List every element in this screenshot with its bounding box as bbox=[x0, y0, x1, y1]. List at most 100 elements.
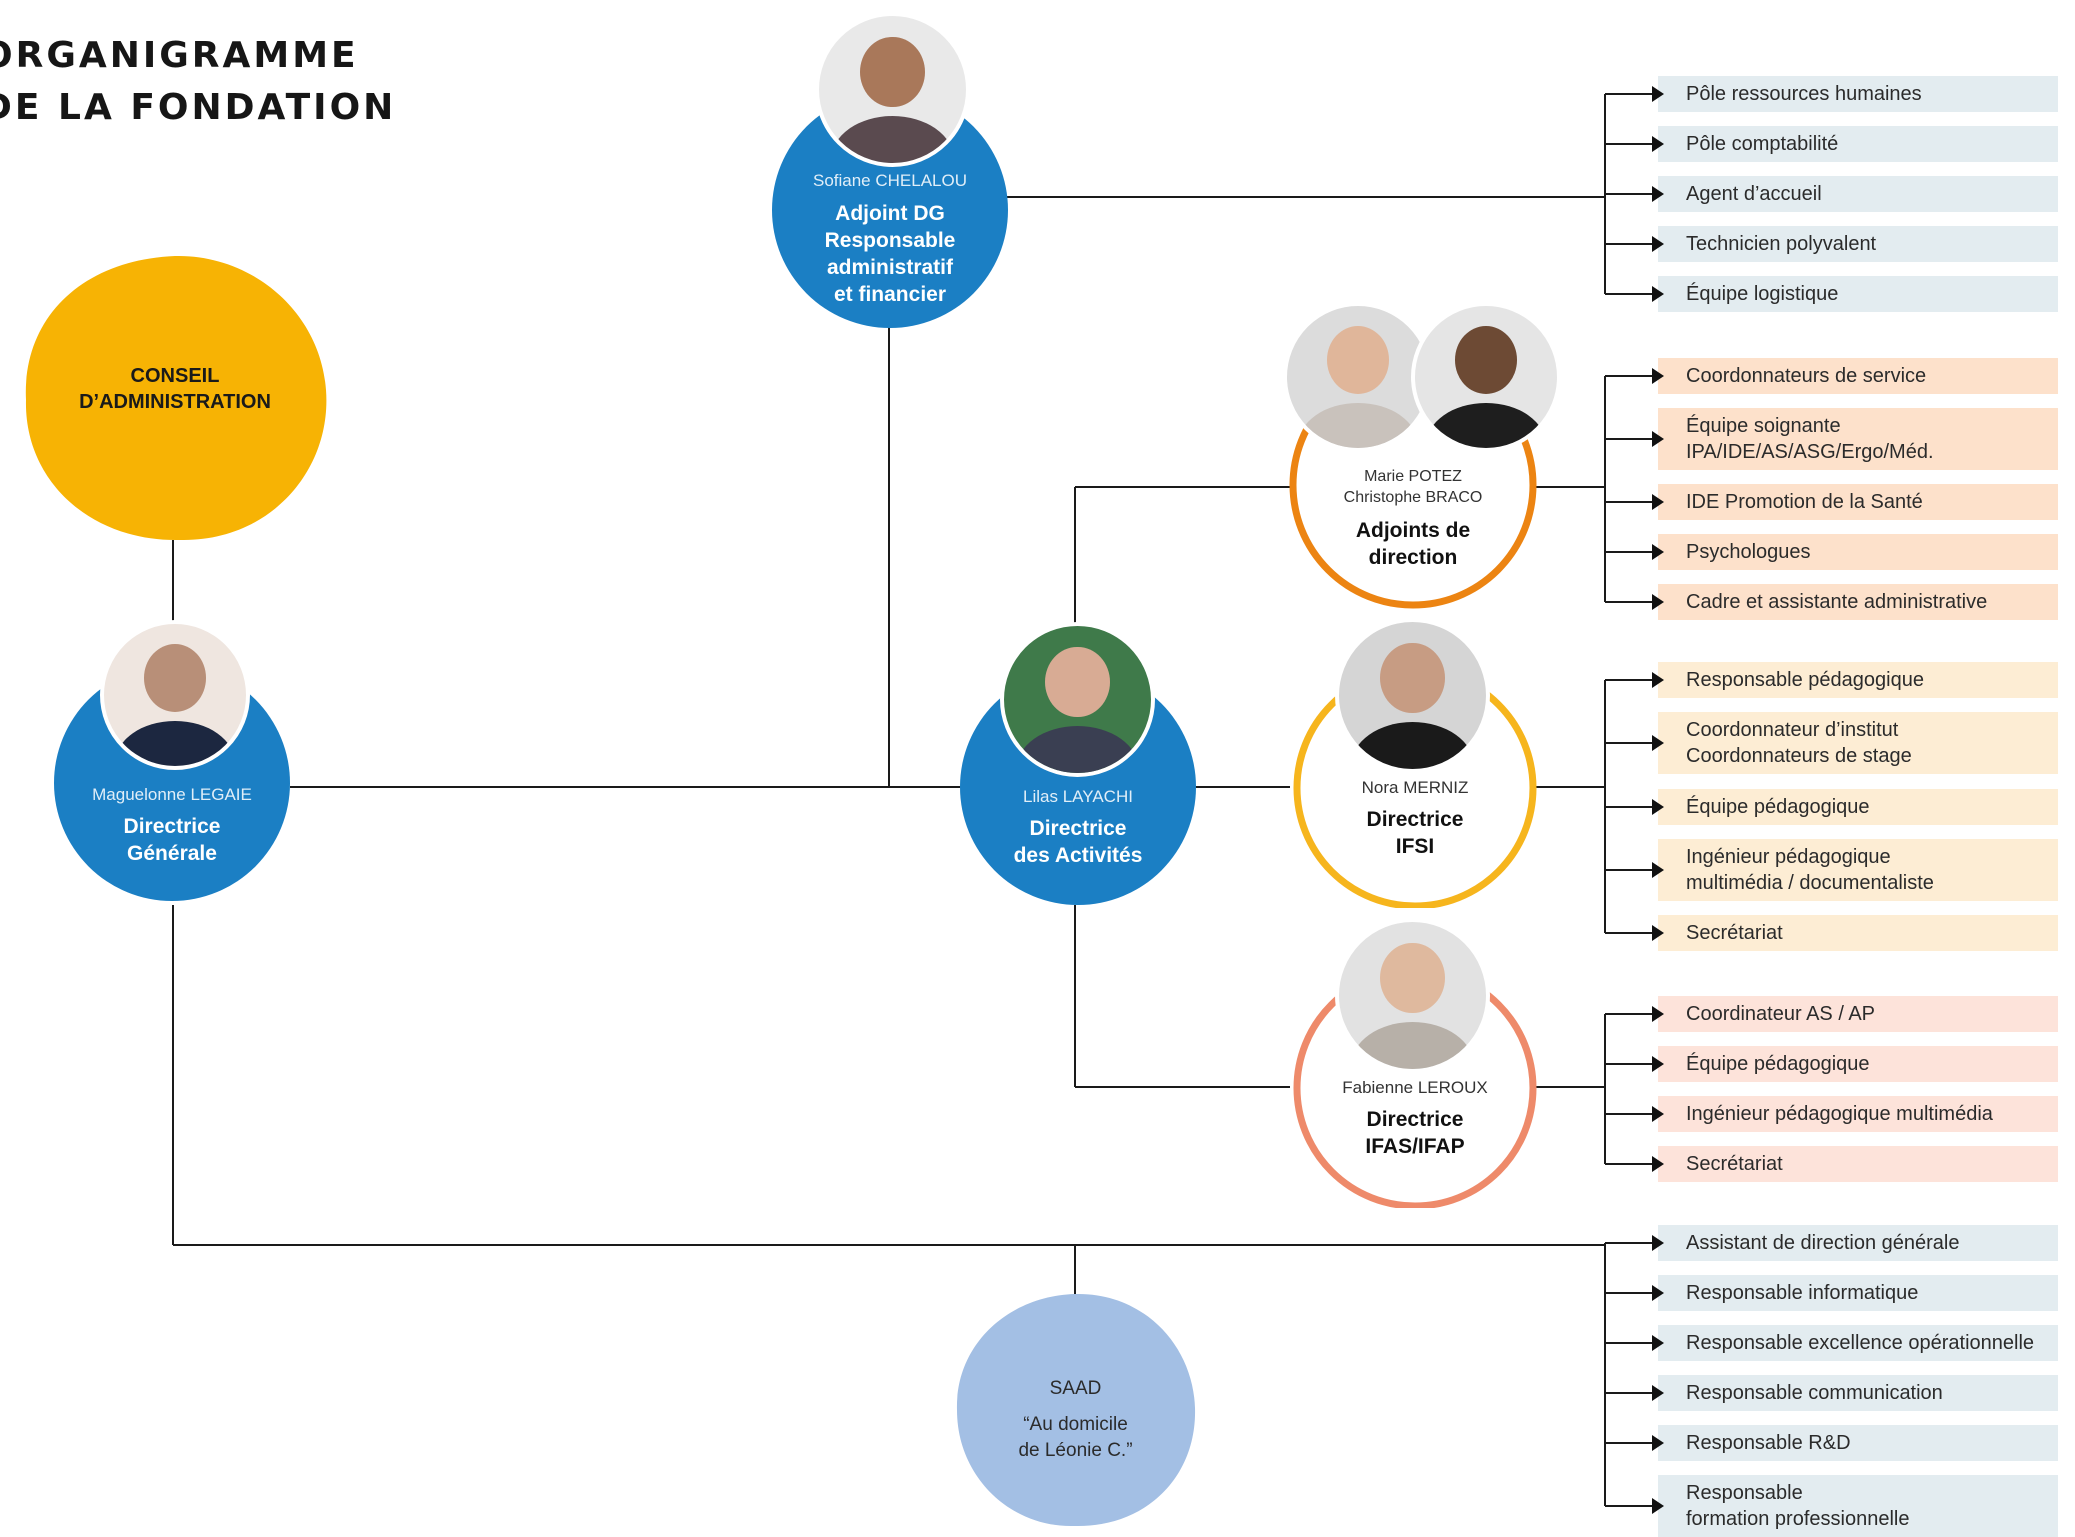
arrow-icon bbox=[1652, 544, 1664, 560]
team-item-label: Cadre et assistante administrative bbox=[1686, 591, 1988, 613]
team-item-label: Coordonnateur d’institut Coordonnateurs … bbox=[1686, 719, 1912, 767]
activites-name: Lilas LAYACHI bbox=[1023, 787, 1133, 806]
team-item-label: Coordonnateurs de service bbox=[1686, 365, 1927, 387]
team-item-label: Secrétariat bbox=[1686, 1153, 1783, 1175]
activites-photo bbox=[1000, 622, 1155, 777]
ifas-name: Fabienne LEROUX bbox=[1342, 1078, 1488, 1097]
team-item: Coordinateur AS / AP bbox=[1658, 996, 2058, 1032]
team-item: IDE Promotion de la Santé bbox=[1658, 484, 2058, 520]
team-item: Responsable pédagogique bbox=[1658, 662, 2058, 698]
saad-label: SAAD bbox=[1049, 1378, 1102, 1399]
team-item: Coordonnateur d’institut Coordonnateurs … bbox=[1658, 712, 2058, 774]
adjoint-dg-photo bbox=[815, 12, 970, 167]
arrow-icon bbox=[1652, 86, 1664, 102]
ifsi-role: Directrice IFSI bbox=[1366, 808, 1464, 858]
team-item: Équipe pédagogique bbox=[1658, 1046, 2058, 1082]
arrow-icon bbox=[1652, 236, 1664, 252]
adjoint-dg-node: Sofiane CHELALOU Adjoint DG Responsable … bbox=[770, 12, 1010, 330]
team-item: Responsable informatique bbox=[1658, 1275, 2058, 1311]
team-item-label: Assistant de direction générale bbox=[1686, 1232, 1960, 1254]
adjoint-dg-name: Sofiane CHELALOU bbox=[812, 171, 968, 190]
adjoints-node: Marie POTEZ Christophe BRACO Adjoints de… bbox=[1283, 300, 1561, 610]
team-item: Responsable formation professionnelle bbox=[1658, 1475, 2058, 1537]
adjoints-photo-2 bbox=[1411, 302, 1561, 452]
team-item: Coordonnateurs de service bbox=[1658, 358, 2058, 394]
team-item-label: Ingénieur pédagogique multimédia bbox=[1686, 1103, 1993, 1125]
activites-role: Directrice des Activités bbox=[1013, 817, 1143, 867]
team-item-label: Ingénieur pédagogique multimédia / docum… bbox=[1686, 846, 1934, 894]
arrow-icon bbox=[1652, 1156, 1664, 1172]
conseil-node: CONSEIL D’ADMINISTRATION bbox=[20, 250, 330, 545]
team-item-label: Responsable excellence opérationnelle bbox=[1686, 1332, 2035, 1354]
arrow-icon bbox=[1652, 368, 1664, 384]
arrow-icon bbox=[1652, 1335, 1664, 1351]
adjoints-names: Marie POTEZ Christophe BRACO bbox=[1343, 468, 1483, 506]
adjoints-role: Adjoints de direction bbox=[1355, 519, 1471, 569]
arrow-icon bbox=[1652, 925, 1664, 941]
team-item-label: Équipe pédagogique bbox=[1686, 1053, 1870, 1075]
arrow-icon bbox=[1652, 286, 1664, 302]
team-item: Pôle comptabilité bbox=[1658, 126, 2058, 162]
team-item-label: Équipe pédagogique bbox=[1686, 796, 1870, 818]
team-item: Responsable communication bbox=[1658, 1375, 2058, 1411]
team-item-label: IDE Promotion de la Santé bbox=[1686, 491, 1923, 513]
saad-node: SAAD “Au domicile de Léonie C.” bbox=[953, 1290, 1198, 1526]
arrow-icon bbox=[1652, 672, 1664, 688]
arrow-icon bbox=[1652, 136, 1664, 152]
team-item: Technicien polyvalent bbox=[1658, 226, 2058, 262]
team-item-label: Agent d’accueil bbox=[1686, 183, 1822, 205]
team-item: Pôle ressources humaines bbox=[1658, 76, 2058, 112]
adjoints-photo-1 bbox=[1283, 302, 1433, 452]
conseil-blob bbox=[25, 255, 327, 541]
arrow-icon bbox=[1652, 1235, 1664, 1251]
team-item-label: Responsable informatique bbox=[1686, 1282, 1919, 1304]
team-item: Agent d’accueil bbox=[1658, 176, 2058, 212]
arrow-icon bbox=[1652, 1498, 1664, 1514]
arrow-icon bbox=[1652, 494, 1664, 510]
team-item: Équipe pédagogique bbox=[1658, 789, 2058, 825]
ifsi-name: Nora MERNIZ bbox=[1361, 778, 1469, 797]
ifas-role: Directrice IFAS/IFAP bbox=[1365, 1108, 1465, 1158]
team-item-label: Psychologues bbox=[1686, 541, 1811, 563]
team-item: Ingénieur pédagogique multimédia bbox=[1658, 1096, 2058, 1132]
adjoint-dg-role: Adjoint DG Responsable administratif et … bbox=[824, 202, 956, 306]
team-item-label: Responsable communication bbox=[1686, 1382, 1943, 1404]
arrow-icon bbox=[1652, 1285, 1664, 1301]
arrow-icon bbox=[1652, 1056, 1664, 1072]
arrow-icon bbox=[1652, 594, 1664, 610]
team-item-label: Secrétariat bbox=[1686, 922, 1783, 944]
arrow-icon bbox=[1652, 862, 1664, 878]
team-item-label: Pôle ressources humaines bbox=[1686, 83, 1922, 105]
team-item-label: Équipe soignante IPA/IDE/AS/ASG/Ergo/Méd… bbox=[1686, 415, 1934, 463]
dg-photo bbox=[100, 620, 250, 770]
ifsi-photo bbox=[1335, 618, 1490, 773]
arrow-icon bbox=[1652, 1435, 1664, 1451]
team-item: Responsable excellence opérationnelle bbox=[1658, 1325, 2058, 1361]
ifsi-node: Nora MERNIZ Directrice IFSI bbox=[1290, 618, 1540, 908]
team-item: Cadre et assistante administrative bbox=[1658, 584, 2058, 620]
dg-role: Directrice Générale bbox=[123, 815, 221, 865]
team-item: Équipe soignante IPA/IDE/AS/ASG/Ergo/Méd… bbox=[1658, 408, 2058, 470]
team-item-label: Technicien polyvalent bbox=[1686, 233, 1877, 255]
team-item: Équipe logistique bbox=[1658, 276, 2058, 312]
team-item-label: Pôle comptabilité bbox=[1686, 133, 1839, 155]
arrow-icon bbox=[1652, 1385, 1664, 1401]
saad-blob bbox=[956, 1293, 1196, 1526]
team-item: Assistant de direction générale bbox=[1658, 1225, 2058, 1261]
arrow-icon bbox=[1652, 1006, 1664, 1022]
title-line-2: DE LA FONDATION bbox=[0, 87, 397, 128]
team-item: Ingénieur pédagogique multimédia / docum… bbox=[1658, 839, 2058, 901]
team-item: Secrétariat bbox=[1658, 1146, 2058, 1182]
arrow-icon bbox=[1652, 186, 1664, 202]
title-line-1: ORGANIGRAMME bbox=[0, 35, 359, 76]
team-item-label: Responsable formation professionnelle bbox=[1686, 1482, 1910, 1530]
arrow-icon bbox=[1652, 735, 1664, 751]
team-item: Psychologues bbox=[1658, 534, 2058, 570]
arrow-icon bbox=[1652, 799, 1664, 815]
ifas-photo bbox=[1335, 918, 1490, 1073]
arrow-icon bbox=[1652, 431, 1664, 447]
team-item-label: Responsable R&D bbox=[1686, 1432, 1851, 1454]
dg-name: Maguelonne LEGAIE bbox=[92, 785, 252, 804]
arrow-icon bbox=[1652, 1106, 1664, 1122]
